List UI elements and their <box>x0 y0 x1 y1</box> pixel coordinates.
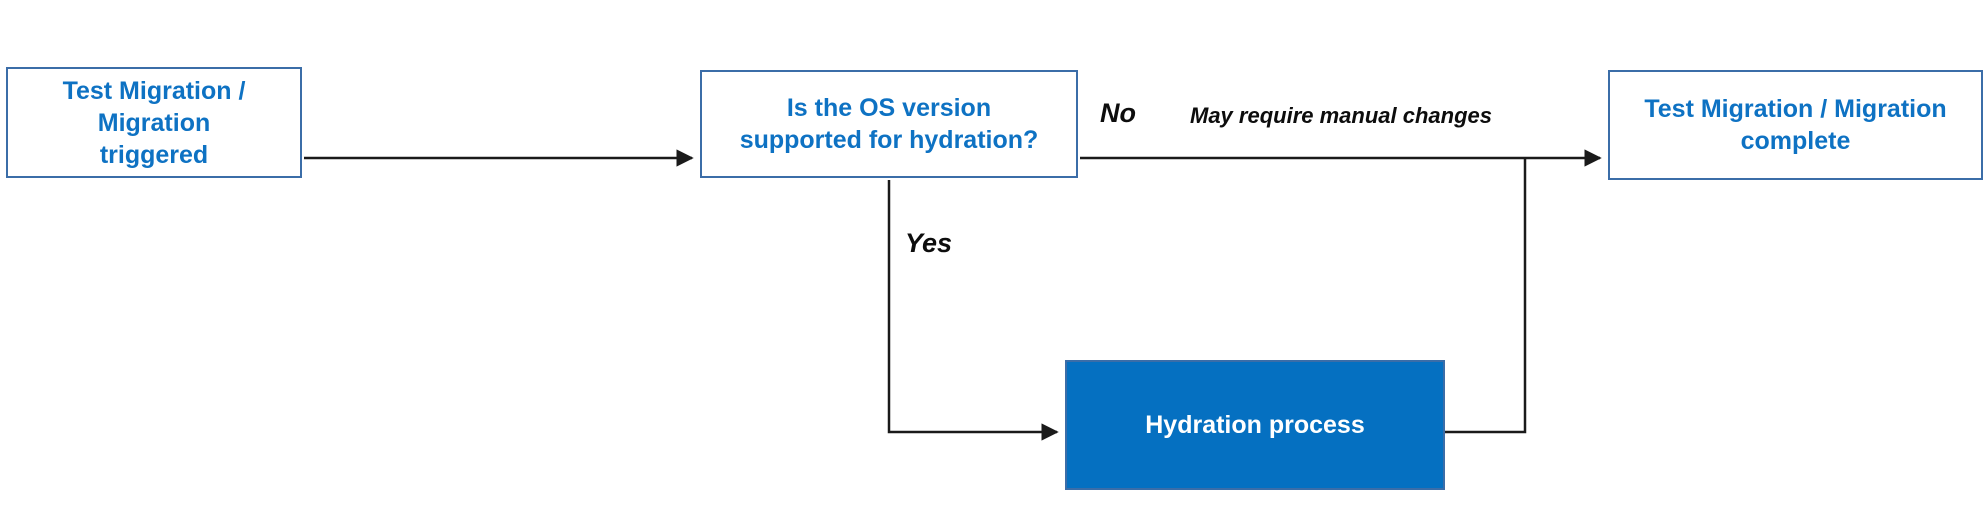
node-complete-label: Test Migration / Migration complete <box>1644 95 1947 155</box>
node-start-label: Test Migration / Migration triggered <box>62 76 246 169</box>
node-hydration-process[interactable]: Hydration process <box>1065 360 1445 490</box>
edge-label-no: No <box>1100 98 1136 128</box>
node-os-version-supported-decision[interactable]: Is the OS version supported for hydratio… <box>700 70 1078 178</box>
edge-label-yes: Yes <box>905 228 953 258</box>
connector-hydration-to-complete <box>1445 158 1527 434</box>
node-hydration-label: Hydration process <box>1145 411 1365 439</box>
edge-label-manual-changes-note: May require manual changes <box>1190 103 1492 128</box>
node-test-migration-triggered[interactable]: Test Migration / Migration triggered <box>6 67 302 178</box>
connector-decision-yes-to-hydration <box>887 180 1059 441</box>
node-test-migration-complete[interactable]: Test Migration / Migration complete <box>1608 70 1983 180</box>
node-decision-label: Is the OS version supported for hydratio… <box>739 94 1039 154</box>
